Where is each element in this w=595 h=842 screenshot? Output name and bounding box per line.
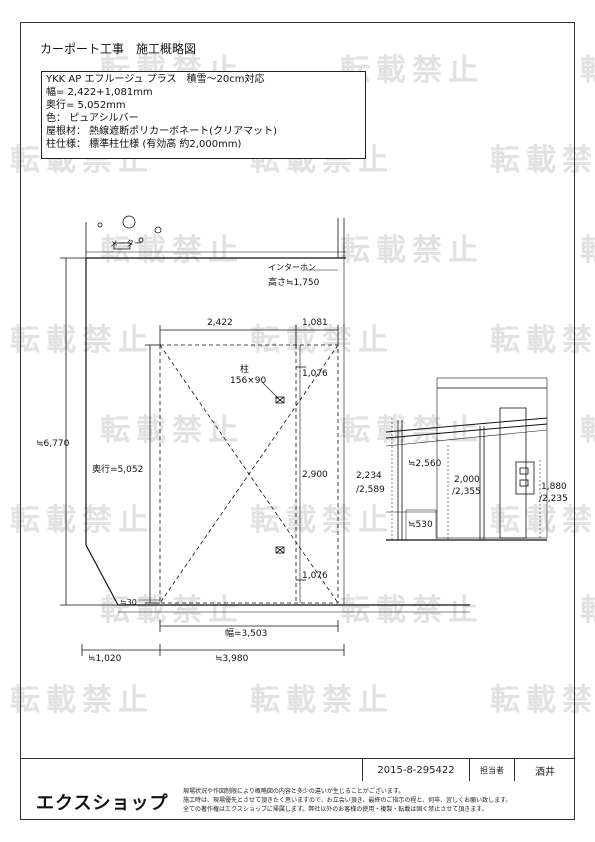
spec-post: 柱仕様： 標準柱仕様 (有効高 約2,000mm) — [46, 139, 242, 150]
elev-h1b: /2,589 — [356, 485, 385, 495]
post-marker — [275, 546, 285, 554]
fixture-dot — [97, 222, 103, 228]
watermark-text: 転載禁止 — [580, 413, 595, 448]
elev-h4: 1,880 — [541, 482, 567, 492]
watermark-text: 転載禁止 — [100, 413, 244, 448]
intercom-height: 高さ≒1,750 — [268, 276, 320, 288]
meter-label: メーター — [110, 239, 142, 248]
watermark-text: 転載禁止 — [490, 683, 595, 718]
fixture-dot — [138, 237, 144, 243]
watermark-text: 転載禁止 — [490, 143, 595, 178]
doc-number: 2015-8-295422 — [362, 759, 470, 781]
gap-value: ≒30 — [120, 598, 137, 607]
spec-depth: 奥行= 5,052mm — [46, 100, 126, 111]
elev-h1: 2,234 — [356, 471, 382, 481]
post-label: 柱 — [240, 363, 249, 375]
post-size: 156×90 — [230, 376, 266, 386]
staff-label: 担当者 — [470, 759, 515, 781]
watermark-text: 転載禁止 — [490, 503, 595, 538]
watermark-text: 転載禁止 — [10, 503, 154, 538]
dim-bottom-value: 1,076 — [302, 571, 328, 581]
brand-logo: エクスショップ — [36, 793, 169, 814]
post-marker — [275, 396, 285, 404]
site-boundary-diag — [85, 544, 119, 606]
dim-top-value: 1,076 — [302, 369, 328, 379]
elev-base: ≒530 — [408, 520, 433, 530]
spec-roof: 屋根材： 熱線遮断ポリカーボネート(クリアマット) — [46, 126, 277, 137]
elev-h3: 2,000 — [454, 475, 480, 485]
footer-note: 施工時は、現場優先とさせて頂きたく思いますので、お立会い頂き、最終のご指示の程と… — [183, 797, 512, 804]
elevation-view — [385, 377, 548, 541]
watermark-text: 転載禁止 — [490, 323, 595, 358]
watermark-text: 転載禁止 — [10, 683, 154, 718]
page-title: カーポート工事 施工概略図 — [40, 42, 197, 56]
watermark-text: 転載禁止 — [250, 683, 394, 718]
width-left-dim: 2,422 — [207, 318, 233, 328]
footer-notes: 現場状況や作図制限により概略図の内容と多少の違いが生じることがございます。 施工… — [183, 787, 568, 814]
meter-box — [113, 242, 131, 250]
fixture-dot — [154, 226, 162, 234]
staff-name: 酒井 — [535, 766, 555, 778]
watermark-text: 転載禁止 — [340, 233, 484, 268]
footer-divider — [20, 758, 575, 759]
spec-product: YKK AP エフルージュ プラス 積雪～20cm対応 — [46, 74, 265, 85]
depth-value: 奥行=5,052 — [92, 463, 143, 475]
info-table: 2015-8-295422 担当者 酒井 — [362, 759, 575, 781]
left-offset-value: ≒1,020 — [88, 654, 122, 664]
post-marker-x — [275, 396, 285, 404]
watermark-text: 転載禁止 — [250, 323, 394, 358]
spec-color: 色： ピュアシルバー — [46, 113, 139, 124]
elev-h4b: /2,235 — [539, 494, 568, 504]
fixture-circle — [122, 215, 136, 229]
watermark-text: 転載禁止 — [100, 593, 244, 628]
post-marker-x — [275, 546, 285, 554]
total-depth-value: ≒6,770 — [36, 439, 70, 449]
footer-note: 全ての著作権はエクスショップに帰属します。弊社以外のお客様の使用・複製・転載は固… — [183, 806, 488, 813]
intercom-label: インターホン — [268, 263, 316, 272]
carport-diagonal — [159, 344, 339, 604]
carport-outline — [159, 344, 339, 604]
elev-h2: ≒2,560 — [408, 459, 442, 469]
post-leader — [261, 381, 279, 399]
site-width-value: ≒3,980 — [215, 654, 249, 664]
watermark-text: 転載禁止 — [580, 53, 595, 88]
elev-h3b: /2,355 — [452, 487, 481, 497]
dim-mid-value: 2,900 — [302, 470, 328, 480]
footer-note: 現場状況や作図制限により概略図の内容と多少の違いが生じることがございます。 — [183, 788, 405, 795]
watermark-text: 転載禁止 — [580, 593, 595, 628]
width-right-dim: 1,081 — [302, 318, 328, 328]
width-total-value: 幅=3,503 — [225, 627, 267, 639]
watermark-text: 転載禁止 — [340, 593, 484, 628]
spec-box: YKK AP エフルージュ プラス 積雪～20cm対応 幅= 2,422+1,0… — [41, 71, 366, 159]
spec-width: 幅= 2,422+1,081mm — [46, 87, 153, 98]
sheet-frame — [20, 22, 575, 820]
watermark-text: 転載禁止 — [10, 323, 154, 358]
watermark-text: 転載禁止 — [580, 233, 595, 268]
watermark-text: 転載禁止 — [100, 233, 244, 268]
